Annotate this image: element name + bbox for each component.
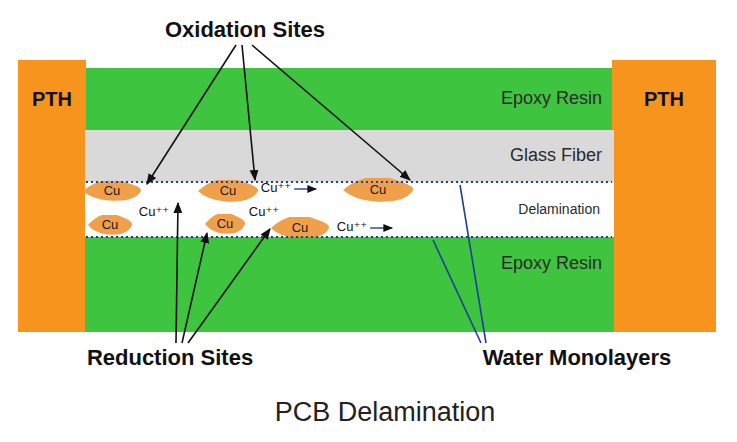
water-leader: [460, 185, 486, 343]
ion-label: Cu⁺⁺: [261, 181, 291, 195]
copper-blob-outline: [88, 215, 132, 235]
copper-blob-outline: [83, 181, 141, 201]
reduction-leader: [188, 229, 270, 343]
copper-deposit: Cu: [271, 217, 329, 239]
oxidation-leader: [252, 45, 410, 180]
callout-label: Reduction Sites: [87, 346, 253, 370]
copper-deposit: Cu: [198, 180, 258, 202]
callout-label-text: Oxidation Sites: [165, 17, 325, 42]
element-symbol: Cu: [102, 218, 119, 232]
reduction-leader: [176, 203, 178, 343]
callout-label-text: Reduction Sites: [87, 345, 253, 370]
ion-drift-arrow: [294, 188, 316, 189]
callout-label-text: Water Monolayers: [483, 345, 672, 370]
element-symbol: Cu: [370, 183, 387, 197]
callout-label: Water Monolayers: [483, 346, 672, 370]
layer-label: Delamination: [518, 202, 600, 217]
copper-blob-outline: [271, 217, 329, 239]
ion-label-text: Cu⁺⁺: [139, 204, 169, 219]
layer-label: PTH: [32, 88, 72, 110]
copper-blob-outline: [205, 214, 245, 234]
ion-label-text: Cu⁺⁺: [337, 219, 367, 234]
water-monolayer-line: [86, 181, 612, 183]
water-monolayer-line: [86, 236, 612, 238]
ion-label: Cu⁺⁺: [139, 205, 169, 219]
element-symbol: Cu: [104, 184, 121, 198]
epoxy-layer: Epoxy Resin: [85, 237, 614, 332]
copper-deposit: Cu: [343, 178, 413, 202]
caption: PCB Delamination: [275, 397, 496, 428]
layer-label: Epoxy Resin: [501, 89, 602, 109]
element-symbol: Cu: [292, 221, 309, 235]
copper-blob-outline: [343, 178, 413, 202]
water-leader: [433, 240, 481, 343]
oxidation-leader: [242, 45, 255, 180]
element-symbol: Cu: [220, 184, 237, 198]
ion-label: Cu⁺⁺: [249, 205, 279, 219]
copper-deposit: Cu: [205, 214, 245, 234]
caption-text: PCB Delamination: [275, 397, 496, 427]
callout-label: Oxidation Sites: [165, 18, 325, 42]
layer-label: Epoxy Resin: [501, 254, 602, 274]
oxidation-leader: [147, 45, 236, 184]
ion-label-text: Cu⁺⁺: [249, 204, 279, 219]
reduction-leader: [182, 233, 207, 343]
epoxy-layer: Epoxy Resin: [85, 68, 614, 130]
layer-label: Glass Fiber: [510, 146, 602, 166]
layer-label: PTH: [644, 88, 684, 110]
copper-deposit: Cu: [88, 215, 132, 235]
copper-blob-outline: [198, 180, 258, 202]
element-symbol: Cu: [217, 217, 234, 231]
ion-label-text: Cu⁺⁺: [261, 180, 291, 195]
copper-deposit: Cu: [83, 181, 141, 201]
glass-fiber-layer: Glass Fiber: [85, 130, 614, 182]
pth-barrel: PTH: [612, 60, 716, 332]
ion-drift-arrow: [370, 227, 392, 228]
ion-label: Cu⁺⁺: [337, 220, 367, 234]
pth-barrel: PTH: [18, 60, 86, 332]
